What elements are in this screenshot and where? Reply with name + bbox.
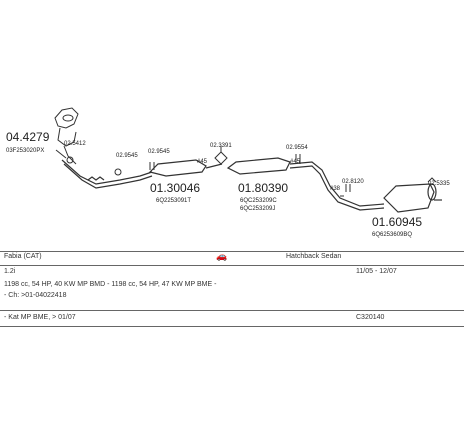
part-number: 02.9545 xyxy=(116,153,138,159)
part-number: 02.5335 xyxy=(428,181,450,187)
info-row: Fabia (CAT) 🚗 Hatchback Sedan xyxy=(0,251,464,263)
model-name: Fabia (CAT) xyxy=(4,253,42,260)
divider xyxy=(0,251,464,252)
catalytic-converter-icon xyxy=(54,107,79,165)
info-row: 1198 cc, 54 HP, 40 KW MP BMD - 1198 cc, … xyxy=(0,281,464,291)
part-subnumber: 6QC253209J xyxy=(240,206,275,212)
part-subnumber: 6Q2253091T xyxy=(156,198,191,204)
divider xyxy=(0,326,464,327)
part-subnumber: 6Q6253609BQ xyxy=(372,232,412,238)
part-number: #38 xyxy=(330,186,341,192)
divider xyxy=(0,265,464,266)
part-subnumber: 6QC253209C xyxy=(240,198,277,204)
exhaust-diagram: 04.4279 03F253020PX 02.5412 02.9545 02.9… xyxy=(6,107,450,238)
clamp-icon xyxy=(66,156,155,176)
hanger-icon xyxy=(427,177,437,183)
part-number: 02.3391 xyxy=(210,143,232,149)
kat-note: - Kat MP BME, > 01/07 xyxy=(4,314,76,321)
chassis-number: - Ch: >01-04022418 xyxy=(4,292,67,299)
part-number: 01.80390 xyxy=(238,181,288,195)
hanger-icon xyxy=(340,184,351,197)
production-dates: 11/05 - 12/07 xyxy=(356,268,397,275)
part-number: 04.4279 xyxy=(6,130,50,144)
info-row: - Ch: >01-04022418 xyxy=(0,292,464,302)
car-icon: 🚗 xyxy=(216,251,228,261)
engine-specs: 1198 cc, 54 HP, 40 KW MP BMD - 1198 cc, … xyxy=(4,281,217,288)
engine: 1.2i xyxy=(4,268,16,275)
part-number: 02.5412 xyxy=(64,141,86,147)
part-number: #45 xyxy=(290,159,301,165)
part-number: 02.9545 xyxy=(148,149,170,155)
part-number: 01.30046 xyxy=(150,181,200,195)
part-number: 02.8120 xyxy=(342,179,364,185)
hanger-icon xyxy=(295,154,301,164)
middle-silencer-icon xyxy=(226,157,385,211)
hanger-icon xyxy=(214,146,228,165)
info-row: - Kat MP BME, > 01/07 C320140 xyxy=(0,314,464,324)
body-type: Hatchback Sedan xyxy=(286,253,342,260)
info-row: 1.2i 11/05 - 12/07 xyxy=(0,268,464,278)
front-pipe-icon xyxy=(61,159,153,189)
divider xyxy=(0,310,464,311)
part-number: 02.9554 xyxy=(286,145,308,151)
part-subnumber: 03F253020PX xyxy=(6,148,44,154)
catalogue-code: C320140 xyxy=(356,314,385,321)
rear-silencer-icon xyxy=(383,183,442,213)
front-silencer-icon xyxy=(148,159,223,177)
part-number: #45 xyxy=(197,159,208,165)
part-number: 01.60945 xyxy=(372,215,422,229)
